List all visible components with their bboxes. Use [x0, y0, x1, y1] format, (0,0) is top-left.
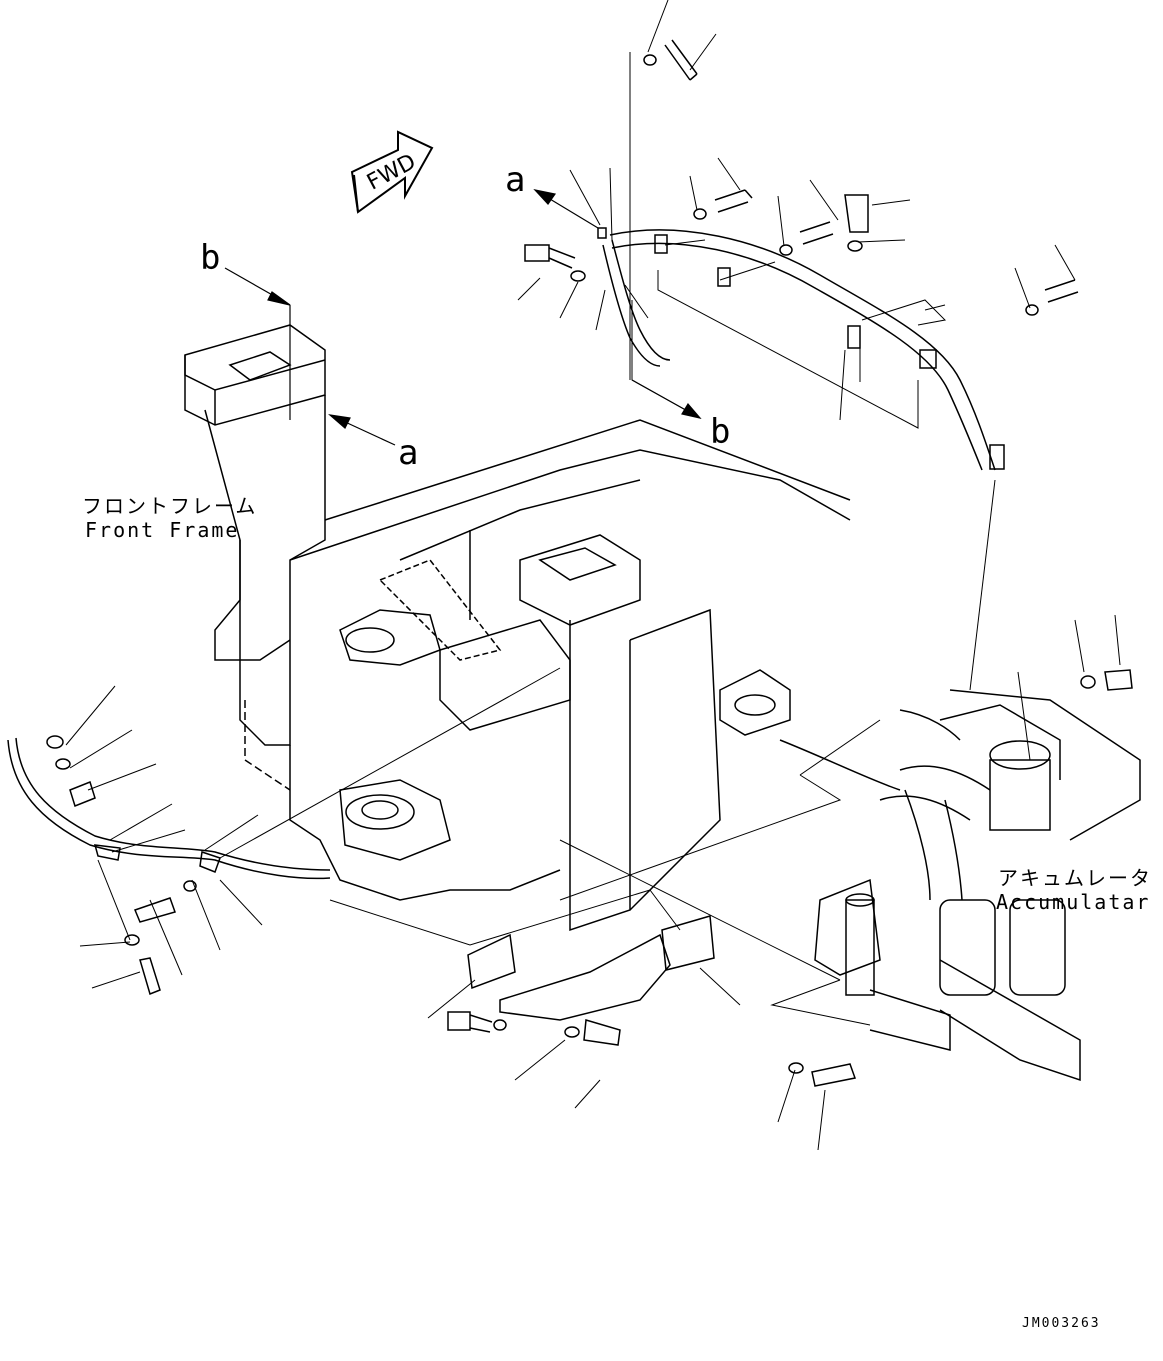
- bolts-upper: [524, 39, 1133, 691]
- drawing-number: JM003263: [1022, 1316, 1101, 1331]
- fwd-arrow-icon: [350, 130, 434, 214]
- upper-hose: [602, 229, 1005, 471]
- ref-label-a: a: [398, 433, 419, 473]
- leader-lines: [65, 0, 1121, 1151]
- front-frame: [184, 324, 851, 932]
- left-hose-assembly: [7, 735, 331, 996]
- ref-label-b: b: [710, 412, 731, 452]
- accumulator-assembly: [779, 689, 1141, 1082]
- accumulator-label-jp: アキュムレータ: [998, 866, 1152, 890]
- lower-parts: [447, 915, 856, 1087]
- ref-label-a: a: [505, 160, 526, 200]
- front-frame-label-jp: フロントフレーム: [82, 494, 258, 518]
- front-frame-label-en: Front Frame: [85, 518, 240, 542]
- accumulator-label-en: Accumulatar: [996, 890, 1151, 914]
- ref-label-b: b: [200, 238, 221, 278]
